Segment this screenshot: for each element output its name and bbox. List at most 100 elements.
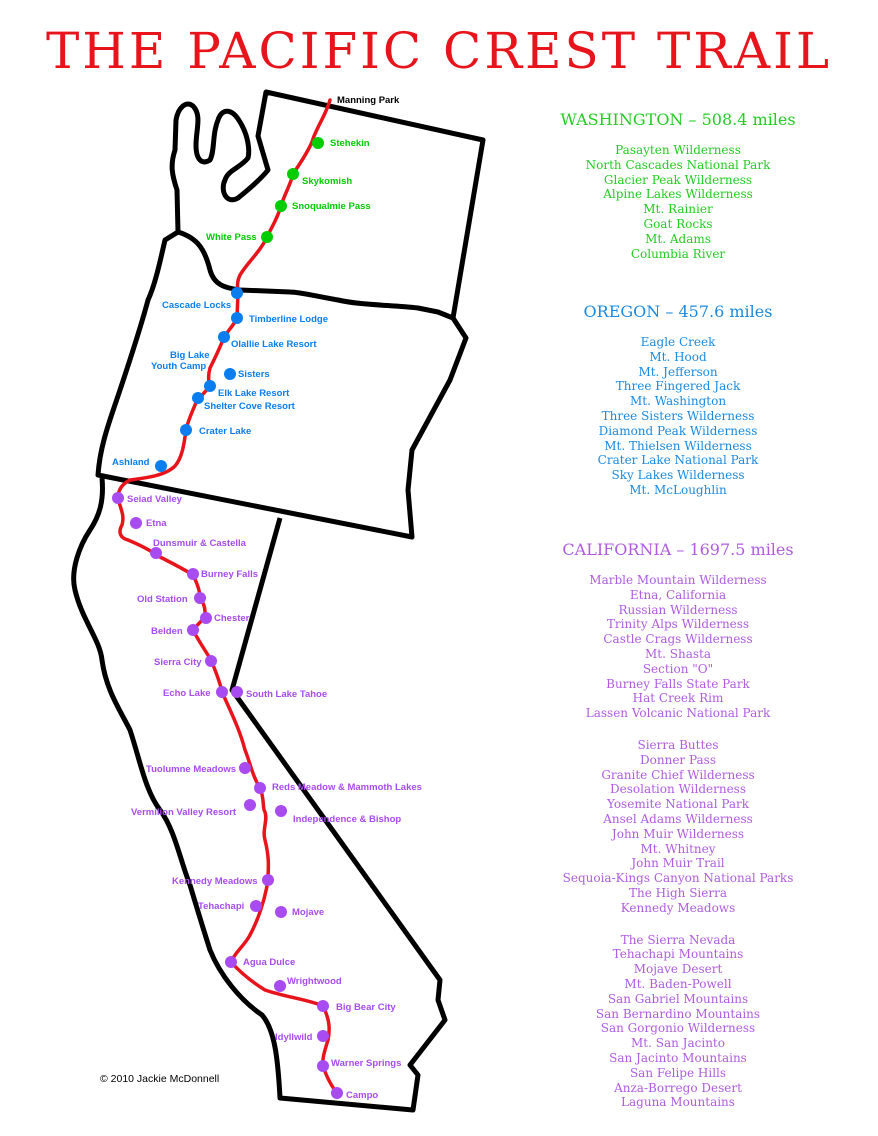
stop-marker-youth-camp — [204, 380, 216, 392]
washington-highlight-item: Columbia River — [630, 246, 726, 261]
oregon-highlight-item: Three Sisters Wilderness — [601, 408, 755, 423]
california-highlight-item: Granite Chief Wilderness — [601, 767, 755, 782]
california-heading: CALIFORNIA – 1697.5 miles — [562, 540, 794, 559]
stop-marker-agua-dulce — [225, 956, 237, 968]
stop-marker-echo-lake — [216, 686, 228, 698]
stop-label-sisters: Sisters — [238, 369, 270, 380]
stop-label-crater-lake: Crater Lake — [199, 426, 251, 437]
oregon-highlight-item: Mt. Thielsen Wilderness — [604, 438, 752, 453]
oregon-outline — [95, 229, 469, 540]
stop-marker-reds-meadow-mammoth-lakes — [254, 782, 266, 794]
california-highlight-item: San Felipe Hills — [629, 1065, 727, 1080]
stop-marker-sisters — [224, 368, 236, 380]
stop-label-white-pass: White Pass — [206, 232, 257, 243]
stop-marker-tehachapi — [250, 900, 262, 912]
stop-marker-old-station — [194, 592, 206, 604]
stop-marker-snoqualmie-pass — [275, 200, 287, 212]
stop-label-elk-lake-resort: Elk Lake Resort — [218, 388, 290, 399]
california-highlight-item: Lassen Volcanic National Park — [585, 706, 771, 721]
stop-label-olallie-lake-resort: Olallie Lake Resort — [231, 339, 317, 350]
stop-marker-burney-falls — [187, 568, 199, 580]
stop-label-south-lake-tahoe: South Lake Tahoe — [246, 689, 327, 700]
california-highlight-item: Donner Pass — [640, 752, 716, 767]
stop-label-chester: Chester — [214, 613, 250, 624]
california-highlight-item: Burney Falls State Park — [606, 676, 750, 691]
stop-marker-vermilion-valley-resort — [244, 799, 256, 811]
washington-heading: WASHINGTON – 508.4 miles — [560, 110, 796, 129]
oregon-highlight-item: Three Fingered Jack — [615, 379, 741, 394]
california-highlight-item: Mt. San Jacinto — [631, 1036, 725, 1051]
manning-park-label: Manning Park — [337, 95, 400, 106]
california-highlight-item: Sequoia-Kings Canyon National Parks — [562, 871, 794, 886]
california-highlight-item: Ansel Adams Wilderness — [603, 811, 753, 826]
stop-marker-sierra-city — [205, 655, 217, 667]
stop-label-vermilion-valley-resort: Vermilion Valley Resort — [131, 807, 237, 818]
stop-label-reds-meadow-mammoth-lakes: Reds Meadow & Mammoth Lakes — [272, 782, 422, 793]
california-highlight-item: Trinity Alps Wilderness — [606, 617, 750, 632]
oregon-heading: OREGON – 457.6 miles — [583, 302, 773, 321]
stop-label-stehekin: Stehekin — [330, 138, 370, 149]
stop-marker-warner-springs — [317, 1060, 329, 1072]
oregon-highlight-item: Mt. McLoughlin — [629, 482, 727, 497]
washington-highlight-item: Mt. Adams — [645, 231, 711, 246]
stop-label-old-station: Old Station — [137, 594, 188, 605]
california-highlight-item: Kennedy Meadows — [620, 900, 736, 915]
group-spacer — [520, 916, 836, 933]
stop-marker-belden — [187, 624, 199, 636]
stop-marker-shelter-cove-resort — [192, 392, 204, 404]
stop-label-etna: Etna — [146, 518, 167, 529]
washington-highlight-item: Goat Rocks — [643, 216, 713, 231]
washington-highlight-item: Mt. Rainier — [643, 202, 713, 217]
oregon-highlight-item: Diamond Peak Wilderness — [598, 423, 758, 438]
washington-outline — [169, 89, 486, 321]
stop-label-sierra-city: Sierra City — [154, 657, 202, 668]
stop-marker-ashland — [155, 460, 167, 472]
stop-label-cascade-locks: Cascade Locks — [162, 300, 231, 311]
stop-marker-tuolumne-meadows — [239, 762, 251, 774]
washington-highlight-item: Pasayten Wilderness — [615, 143, 741, 157]
stop-label-echo-lake: Echo Lake — [163, 688, 211, 699]
stop-label-burney-falls: Burney Falls — [201, 569, 258, 580]
stop-label-wrightwood: Wrightwood — [287, 976, 342, 987]
stop-label-tuolumne-meadows: Tuolumne Meadows — [146, 764, 236, 775]
california-highlight-item: Yosemite National Park — [606, 797, 750, 812]
oregon-highlight-item: Crater Lake National Park — [597, 453, 759, 468]
stop-marker-chester — [200, 612, 212, 624]
california-highlight-item: Desolation Wilderness — [610, 782, 746, 797]
stop-marker-wrightwood — [274, 980, 286, 992]
stop-label-big-lake: Big Lake — [170, 350, 210, 361]
california-highlight-item: Etna, California — [629, 587, 727, 602]
stop-label-youth-camp: Youth Camp — [151, 361, 206, 372]
oregon-highlight-item: Sky Lakes Wilderness — [611, 468, 745, 483]
stop-label-timberline-lodge: Timberline Lodge — [249, 314, 328, 325]
stop-marker-stehekin — [312, 137, 324, 149]
stop-markers — [112, 137, 343, 1099]
oregon-highlight-item: Mt. Hood — [649, 349, 707, 364]
stop-label-warner-springs: Warner Springs — [331, 1058, 401, 1069]
california-highlight-item: Mojave Desert — [633, 962, 723, 977]
california-highlight-item: Mt. Whitney — [640, 841, 716, 856]
california-highlight-item: Section "O" — [642, 661, 714, 676]
stop-label-big-bear-city: Big Bear City — [336, 1002, 396, 1013]
stop-label-seiad-valley: Seiad Valley — [127, 494, 183, 505]
stop-marker-skykomish — [287, 168, 299, 180]
oregon-highlight-item: Mt. Jefferson — [638, 364, 718, 379]
stop-marker-kennedy-meadows — [262, 874, 274, 886]
california-highlight-item: John Muir Wilderness — [611, 826, 745, 841]
california-outline — [71, 477, 448, 1113]
oregon-highlight-item: Mt. Washington — [629, 394, 727, 409]
stop-marker-cascade-locks — [231, 287, 243, 299]
stop-marker-dunsmuir-castella — [150, 547, 162, 559]
washington-highlight-item: Glacier Peak Wilderness — [603, 172, 753, 187]
california-highlight-item: San Bernardino Mountains — [595, 1006, 761, 1021]
state-borders — [71, 89, 486, 1113]
stop-label-tehachapi: Tehachapi — [198, 901, 244, 912]
california-highlight-item: The Sierra Nevada — [620, 932, 736, 947]
washington-highlight-item: North Cascades National Park — [585, 157, 771, 172]
california-highlight-item: John Muir Trail — [631, 856, 725, 871]
california-highlight-item: Mt. Baden-Powell — [624, 976, 732, 991]
